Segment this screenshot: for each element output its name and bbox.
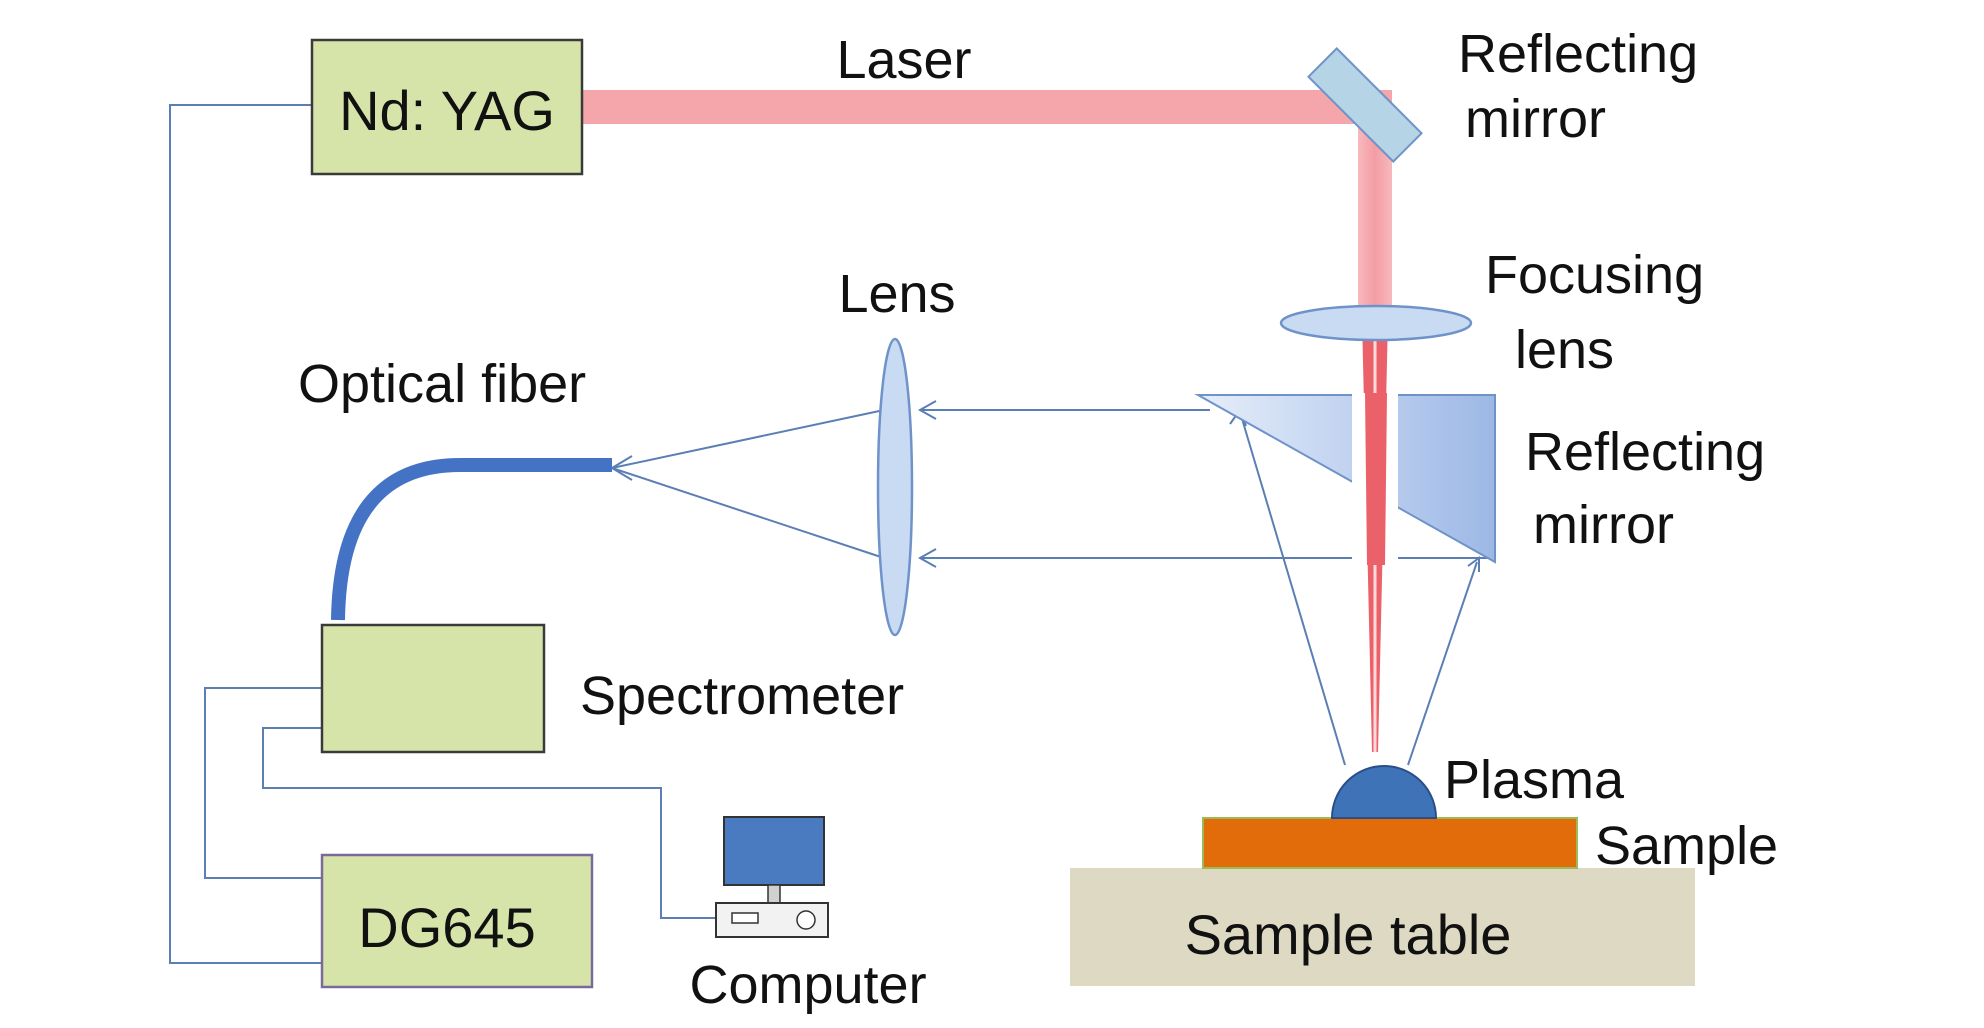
wire-spectrometer-to-computer [262, 727, 716, 919]
ray-lens-to-fiber-upper [611, 409, 885, 469]
nd-yag-laser: Nd: YAG [310, 38, 584, 176]
wire-spectrometer-to-dg645 [204, 687, 322, 879]
spectrometer-label: Spectrometer [580, 666, 904, 726]
control-wires [169, 104, 716, 964]
lens-label: Lens [838, 264, 955, 324]
spectrometer-box [320, 623, 546, 754]
dg645-delay-generator: DG645 [320, 853, 594, 989]
focusing-lens-label-line2: lens [1515, 320, 1614, 380]
middle-mirror-label-line1: Reflecting [1525, 422, 1765, 482]
dg645-box [320, 853, 594, 989]
plasma-plume [1330, 765, 1438, 819]
focusing-lens-element [1279, 304, 1473, 342]
arrowhead-upper-return [917, 400, 937, 420]
top-reflecting-mirror: Reflecting mirror [1307, 24, 1698, 163]
focusing-lens-label-line1: Focusing [1485, 245, 1704, 305]
computer-label: Computer [689, 955, 926, 1015]
laser-label: Laser [836, 30, 971, 90]
top-mirror-element [1307, 47, 1423, 163]
spectrometer: Spectrometer [320, 623, 904, 754]
wire-nd-yag-to-dg645 [169, 104, 322, 964]
sample-table-block [1070, 868, 1695, 986]
sample-block [1202, 817, 1578, 869]
dg645-label: DG645 [358, 896, 535, 959]
sample-label: Sample [1595, 816, 1778, 876]
middle-mirror-label-line2: mirror [1533, 495, 1674, 555]
middle-reflecting-mirror: Reflecting mirror [1194, 393, 1765, 565]
plasma-label: Plasma [1444, 750, 1625, 810]
computer-drive-slot [731, 912, 759, 924]
nd-yag-label: Nd: YAG [339, 79, 555, 142]
optical-fiber-cable [331, 458, 612, 621]
computer-power-button-icon [796, 910, 816, 930]
top-mirror-label-line1: Reflecting [1458, 24, 1698, 84]
top-mirror-label-line2: mirror [1465, 89, 1606, 149]
ray-plasma-right [1407, 561, 1478, 766]
focusing-lens: Focusing lens [1279, 245, 1704, 380]
computer: Computer [689, 816, 927, 1015]
ray-plasma-left [1239, 411, 1346, 766]
arrowhead-lower-return [917, 548, 937, 568]
nd-yag-box [310, 38, 584, 176]
collection-lens: Lens [838, 264, 956, 637]
focused-beam-through-aperture [1365, 393, 1387, 565]
sample-stage: Sample table Sample Plasma [1070, 750, 1778, 986]
arrowhead-plasma-right [1467, 556, 1480, 572]
optical-fiber: Optical fiber [298, 354, 612, 621]
computer-monitor-icon [723, 816, 825, 886]
sample-table-label: Sample table [1185, 903, 1512, 966]
collection-lens-element [876, 337, 914, 637]
laser-beam-horizontal [582, 90, 1392, 124]
computer-monitor-stand [767, 884, 781, 904]
optical-fiber-label: Optical fiber [298, 354, 586, 414]
middle-mirror-element [1194, 394, 1496, 564]
ray-lens-to-fiber-lower [611, 467, 885, 559]
